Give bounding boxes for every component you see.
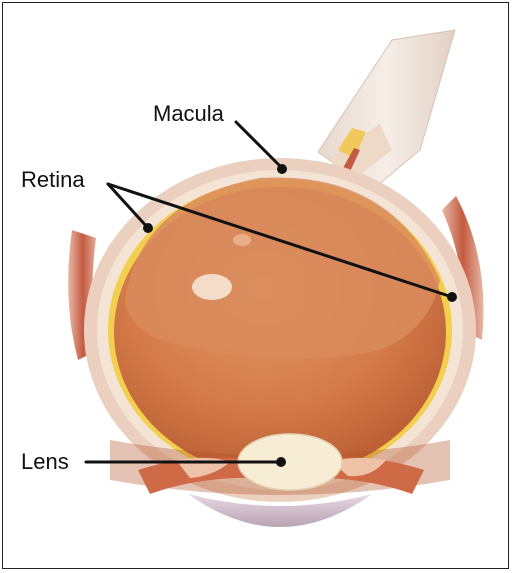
lens-dot	[276, 457, 286, 467]
lens-label: Lens	[21, 449, 69, 474]
macula-dot	[277, 164, 287, 174]
retina-dot-right	[447, 292, 457, 302]
retina-dot-left	[143, 223, 153, 233]
macula-label: Macula	[153, 101, 225, 126]
retina-label: Retina	[21, 167, 85, 192]
